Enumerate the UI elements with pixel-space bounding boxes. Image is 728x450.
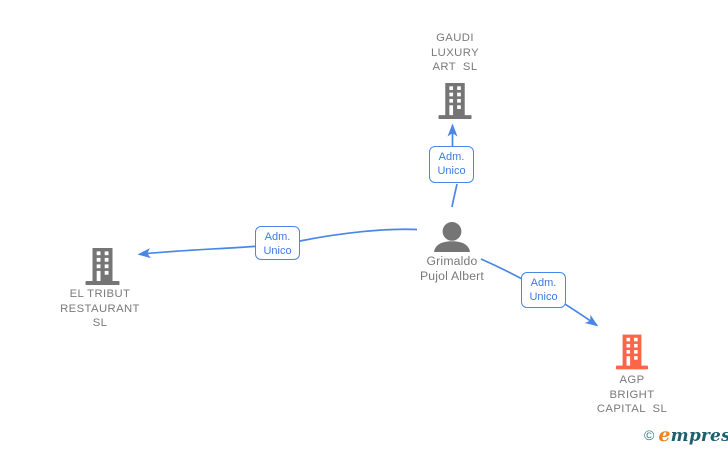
company-name-eltribut: EL TRIBUT RESTAURANT SL — [60, 288, 140, 330]
brand-wordmark: empresia — [658, 423, 728, 446]
building-icon[interactable] — [616, 334, 648, 370]
building-icon[interactable] — [85, 248, 120, 285]
empresia-logo: © empresia — [644, 423, 728, 447]
company-name-gaudi: GAUDI LUXURY ART SL — [430, 32, 480, 74]
copyright-icon: © — [644, 427, 655, 443]
edge-label-adm-unico-left[interactable]: Adm. Unico — [255, 226, 300, 260]
edge-person-to-gaudi-lower — [451, 183, 458, 208]
person-name: Grimaldo Pujol Albert — [419, 254, 485, 283]
building-icon[interactable] — [438, 83, 472, 119]
company-name-agp: AGP BRIGHT CAPITAL SL — [596, 374, 668, 416]
edge-label-adm-unico-top[interactable]: Adm. Unico — [429, 146, 474, 183]
person-icon[interactable] — [433, 222, 471, 252]
edge-label-adm-unico-right[interactable]: Adm. Unico — [521, 272, 566, 308]
